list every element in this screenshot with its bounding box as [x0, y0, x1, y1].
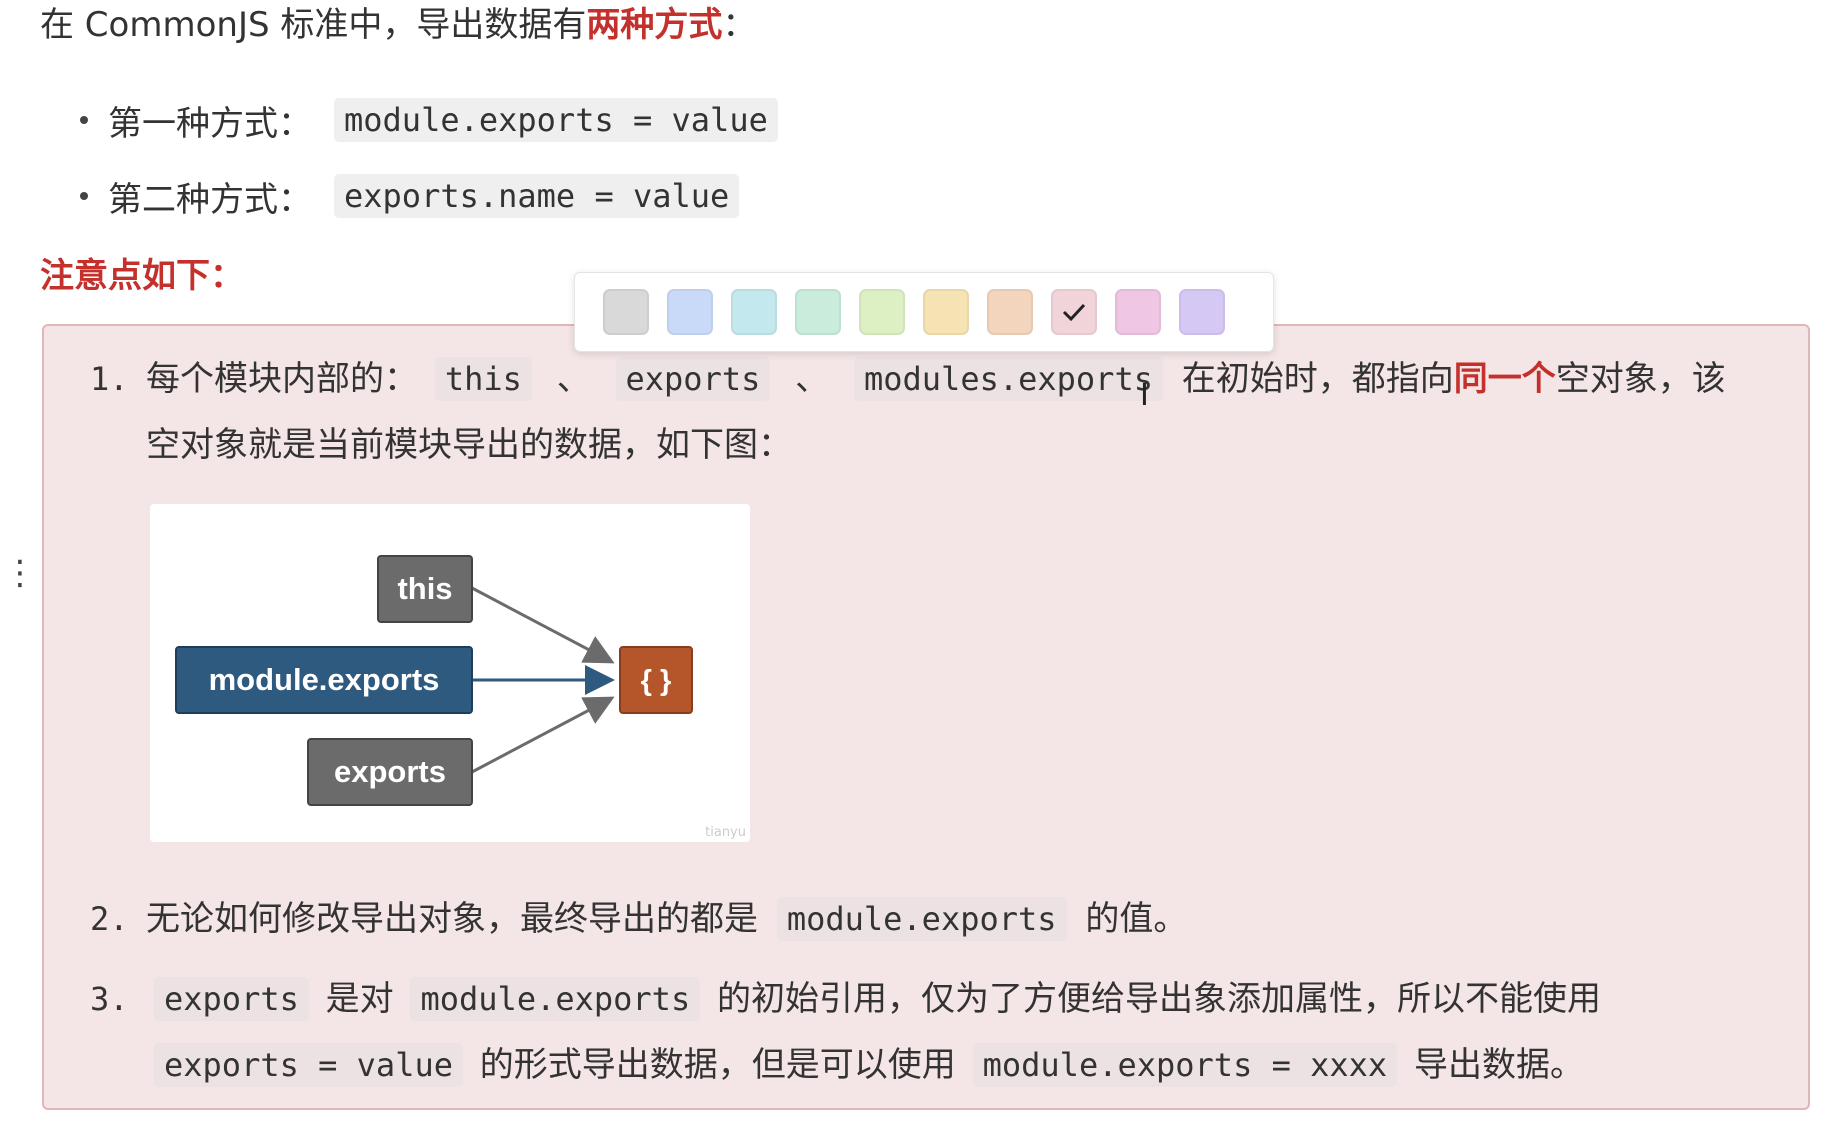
item-text: 空对象，该 [1555, 359, 1726, 399]
item-text: 的初始引用，仅为了方便给导出象添加属性，所以不能使用 [717, 979, 1602, 1019]
item-text: 在初始时，都指向 [1181, 359, 1454, 399]
code-this: this [434, 357, 532, 401]
node-exports-label: exports [334, 754, 446, 789]
color-swatch[interactable] [603, 289, 649, 335]
arrow-this [471, 586, 615, 664]
list-item-3-line2: exports = value 的形式导出数据，但是可以使用 module.ex… [154, 1032, 1584, 1098]
bullet-code: exports.name = value [334, 174, 740, 218]
note-heading: 注意点如下： [40, 256, 244, 296]
separator: 、 [795, 359, 830, 399]
reference-diagram: this module.exports exports { } tianyu [150, 504, 750, 842]
intro-text: 在 CommonJS 标准中，导出数据有两种方式： [40, 0, 756, 50]
bullet-dot-icon [80, 116, 88, 124]
bullet-dot-icon [80, 192, 88, 200]
intro-highlight: 两种方式 [586, 5, 723, 45]
bullet-label: 第一种方式： [108, 103, 312, 144]
node-target-label: { } [641, 665, 672, 697]
item-text: 是对 [325, 979, 394, 1019]
color-swatch[interactable] [667, 289, 713, 335]
item-text: 导出数据。 [1414, 1045, 1584, 1085]
node-module-exports-label: module.exports [209, 662, 440, 697]
code-exports: exports [154, 977, 309, 1021]
text-cursor-icon: I [1140, 378, 1149, 413]
code-module-exports: module.exports [410, 977, 701, 1021]
list-number: 1. [90, 360, 129, 398]
list-item-3: 3. exports 是对 module.exports 的初始引用，仅为了方便… [90, 966, 1601, 1032]
color-swatch[interactable] [731, 289, 777, 335]
drag-handle-icon[interactable]: ⋮ [3, 553, 37, 593]
color-swatch[interactable] [1179, 289, 1225, 335]
bullet-label: 第二种方式： [108, 179, 312, 220]
list-item-1: 1. 每个模块内部的： this 、 exports 、 modules.exp… [90, 346, 1726, 412]
node-this-box [377, 555, 473, 623]
arrow-exports [471, 696, 615, 774]
item-text: 无论如何修改导出对象，最终导出的都是 [146, 899, 758, 939]
bullet-item: 第二种方式： exports.name = value [80, 158, 778, 234]
intro-prefix: 在 CommonJS 标准中，导出数据有 [40, 5, 587, 45]
item-highlight: 同一个 [1453, 359, 1556, 399]
item-text: 每个模块内部的： [146, 359, 418, 399]
color-palette-popover [574, 272, 1274, 352]
watermark: tianyu [705, 825, 746, 840]
code-modules-exports: modules.exports [853, 357, 1163, 401]
code-exports-value: exports = value [154, 1043, 463, 1087]
item-text: 的形式导出数据，但是可以使用 [479, 1045, 956, 1085]
color-swatch[interactable] [987, 289, 1033, 335]
separator: 、 [556, 359, 591, 399]
code-module-exports-xxxx: module.exports = xxxx [972, 1043, 1398, 1087]
list-item-1-line2: 空对象就是当前模块导出的数据，如下图： [146, 425, 792, 465]
node-module-exports-box [175, 646, 473, 714]
node-target-box [619, 646, 693, 714]
checkmark-icon [1062, 303, 1086, 322]
bullet-code: module.exports = value [334, 98, 778, 142]
color-swatch[interactable] [795, 289, 841, 335]
bullet-list: 第一种方式： module.exports = value 第二种方式： exp… [80, 82, 778, 234]
color-swatch[interactable] [923, 289, 969, 335]
color-swatch[interactable] [859, 289, 905, 335]
node-this-label: this [397, 571, 452, 606]
color-swatch[interactable] [1051, 289, 1097, 335]
code-exports: exports [615, 357, 771, 401]
list-number: 2. [90, 900, 129, 938]
node-exports-box [307, 738, 473, 806]
list-item-2: 2. 无论如何修改导出对象，最终导出的都是 module.exports 的值。 [90, 886, 1187, 952]
diagram-svg: this module.exports exports { } [175, 555, 693, 806]
bullet-item: 第一种方式： module.exports = value [80, 82, 778, 158]
list-number: 3. [90, 980, 129, 1018]
item-text: 的值。 [1085, 899, 1188, 939]
code-module-exports: module.exports [776, 897, 1067, 941]
color-swatch[interactable] [1115, 289, 1161, 335]
intro-suffix: ： [722, 5, 757, 45]
